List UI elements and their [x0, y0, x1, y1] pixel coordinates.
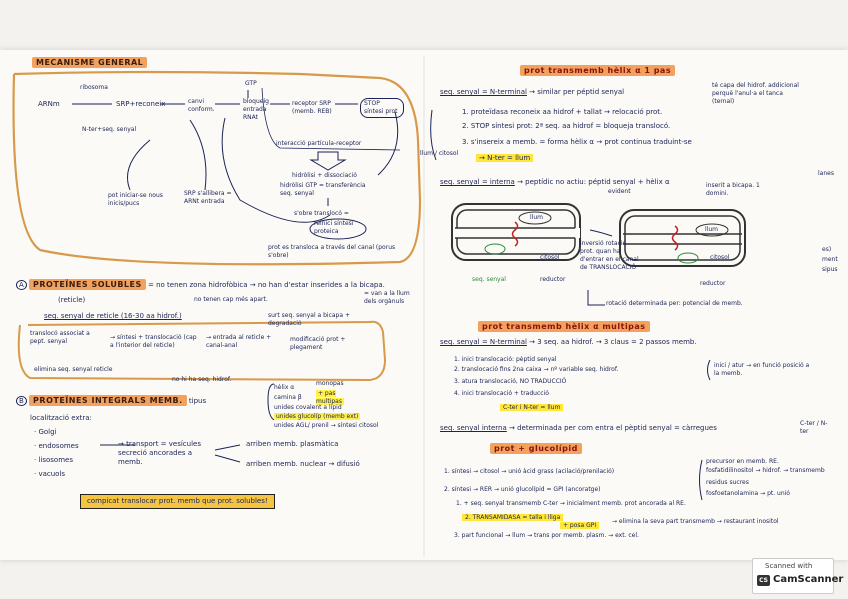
- rc-step-2: 2. translocació fins 2na caixa → nº vari…: [454, 366, 619, 373]
- section-b-integral: B PROTEÏNES INTEGRALS MEMB. tipus: [16, 395, 206, 406]
- ra-step-4: → N-ter = llum: [476, 154, 534, 163]
- srp-label: SRP+reconeix: [116, 100, 166, 108]
- edge-text-3: ment: [822, 256, 838, 263]
- canvi-label: canvi conform.: [188, 98, 215, 113]
- edge-text-1: lanes: [818, 170, 834, 177]
- rc-brace: inici / atur → en funció posició a la me…: [714, 362, 810, 377]
- no-tenen-note: no tenen cap més apart.: [194, 296, 268, 303]
- rb-llum-2: llum: [705, 226, 718, 233]
- final-label: prot es transloca a través del canal (po…: [268, 244, 396, 259]
- rg-step-1: 1. síntesi → citosol → unió àcid grass (…: [444, 468, 615, 475]
- rg-p1: precursor en memb. RE.: [706, 458, 779, 465]
- rb-llum: llum: [530, 214, 543, 221]
- surt-label: surt seq. senyal a bicapa + degradació: [268, 312, 350, 327]
- sintesi-label: → síntesi + translocació (cap a l'interi…: [110, 334, 197, 349]
- transport-label: → transport = vesícules secreció ancorad…: [118, 440, 201, 466]
- camina-label: camina β: [274, 394, 302, 401]
- rg-step-2b: 2. TRANSAMIDASA = talla i lliga: [462, 514, 564, 522]
- rb-citosol: citosol: [540, 254, 560, 261]
- interaccio-label: interacció partícula-receptor: [276, 140, 362, 147]
- rb-reductor: reductor: [540, 276, 566, 283]
- section-ra-head: seq. senyal = N-terminal → similar per p…: [440, 88, 625, 96]
- golgi-item: · Golgi: [34, 428, 57, 436]
- camscanner-watermark: Scanned with CS CamScanner: [752, 558, 843, 594]
- rg-p3: residus sucres: [706, 479, 749, 486]
- endosomes-item: · endosomes: [34, 442, 79, 450]
- hidrolisi-label: hidròlisi + dissociació: [292, 172, 357, 179]
- unides-glucolip: unides glucolíp (memb ext): [274, 413, 361, 420]
- rc-step-4: 4. inici translocació + traducció: [454, 390, 549, 397]
- transloco-label: translocó associat a pept. senyal: [30, 330, 90, 345]
- ra-step-2: 2. STOP síntesi prot: 2ª seq. aa hidrof …: [462, 122, 671, 130]
- reinici-label: reinici síntesi proteica: [314, 220, 354, 235]
- camscanner-logo-icon: CS: [757, 575, 770, 586]
- rb-inversio: inversió rotació prot. quan ha d'entrar …: [580, 240, 639, 271]
- no-hi-ha-label: no hi ha seq. hidrof.: [172, 376, 232, 383]
- arriben-nuclear: arriben memb. nuclear → difusió: [246, 460, 360, 468]
- gtp-label: GTP: [245, 80, 257, 87]
- arriben-plasmatica: arriben memb. plasmàtica: [246, 440, 339, 448]
- ra-note: té capa del hidrof. addicional perquè l'…: [712, 82, 799, 105]
- lumen-note: = van a la llum dels orgànuls: [364, 290, 410, 305]
- rb-rotacio: rotació determinada per: potencial de me…: [606, 300, 743, 307]
- arn-label: ARNm: [38, 100, 60, 108]
- reticle-label: (reticle): [58, 296, 86, 304]
- rg-step-2a: 1. + seq. senyal transmemb C-ter → inici…: [456, 500, 686, 507]
- rg-step-3: 3. part funcional → llum → trans por mem…: [454, 532, 639, 539]
- rg-p2: fosfatidilinositol → hidrof. → transmemb: [706, 467, 825, 474]
- helix-label: hèlix α: [274, 384, 295, 391]
- sobre-label: s'obre translocó =: [294, 210, 349, 217]
- section-rc-head: seq. senyal = N-terminal → 3 seq. aa hid…: [440, 338, 697, 346]
- seq-reticle: seq. senyal de reticle (16-30 aa hidrof.…: [44, 312, 182, 320]
- modificacio-label: modificació prot + plegament: [290, 336, 346, 351]
- right-title-1: prot transmemb hèlix α 1 pas: [520, 65, 676, 76]
- ribosome-label: ribosoma: [80, 84, 108, 91]
- section-rb-head: seq. senyal = interna → peptídic no acti…: [440, 178, 670, 186]
- ra-step-3: 3. s'insereix a memb. = forma hèlix α → …: [462, 138, 692, 146]
- rd-ct: C-ter / N-ter: [800, 420, 828, 435]
- ra-step-1: 1. proteïdasa reconeix aa hidrof + talla…: [462, 108, 663, 116]
- rb-evident: evident: [608, 188, 631, 195]
- section-a-soluble: A PROTEÏNES SOLUBLES = no tenen zona hid…: [16, 279, 385, 290]
- unides-pas: unides AGL/ prenil → síntesi citosol: [274, 422, 379, 429]
- rg-elimina: → elimina la seva part transmemb → resta…: [612, 518, 779, 525]
- edge-text-4: sipus: [822, 266, 838, 273]
- section-rd-head: seq. senyal interna → determinada per co…: [440, 424, 717, 432]
- hidrolisi-gtp-label: hidròlisi GTP = transferència seq. senya…: [280, 182, 366, 197]
- elimina-label: elimina seq. senyal reticle: [34, 366, 113, 373]
- rc-step-3: 3. atura translocació, NO TRADUCCIÓ: [454, 378, 567, 385]
- nter-label: N-ter+seq. senyal: [82, 126, 137, 133]
- srp-lliure-label: SRP s'allibera = ARNt entrada: [184, 190, 232, 205]
- vacuols-item: · vacuols: [34, 470, 66, 478]
- ra-side: llum / citosol: [420, 150, 459, 157]
- page-title: MECANISME GENERAL: [32, 57, 148, 68]
- right-title-2: prot transmemb hèlix α multipas: [478, 321, 650, 332]
- receptor-label: receptor SRP (memb. REB): [292, 100, 332, 115]
- entrada-label: → entrada al reticle + canal-anal: [206, 334, 272, 349]
- rb-citosol-2: citosol: [710, 254, 730, 261]
- monopas-label: monopas: [316, 380, 344, 387]
- rb-insert: inserit a bicapa. 1 domini.: [706, 182, 760, 197]
- edge-text-2: es): [822, 246, 832, 253]
- unides-lipid: unides covalent a lípid: [274, 404, 342, 411]
- right-title-3: prot + glucolípid: [490, 443, 582, 454]
- warning-box: compicat translocar prot. memb que prot.…: [80, 494, 275, 509]
- bloqueig-label: bloqueig entrada RNAt: [243, 98, 269, 121]
- stop-label: STOP síntesi prot: [360, 98, 404, 118]
- rg-step-2: 2. síntesi → RER → unió glucolípid = GPI…: [444, 486, 601, 493]
- rc-step-1: 1. inici translocació: pèptid senyal: [454, 356, 557, 363]
- pot-label: pot iniciar-se nous inicis/pucs: [108, 192, 163, 207]
- lisosomes-item: · lisosomes: [34, 456, 73, 464]
- rg-step-2c: + posa GPI: [560, 522, 600, 530]
- localitzacio-label: localització extra:: [30, 414, 92, 422]
- rc-step-5: C-ter i N-ter = llum: [500, 404, 564, 412]
- rb-reductor-2: reductor: [700, 280, 726, 287]
- rg-p4: fosfoetanolamina → pt. unió: [706, 490, 790, 497]
- rb-seq-senyal: seq. senyal: [472, 276, 506, 283]
- multipas-label: + pas multipas: [316, 390, 344, 405]
